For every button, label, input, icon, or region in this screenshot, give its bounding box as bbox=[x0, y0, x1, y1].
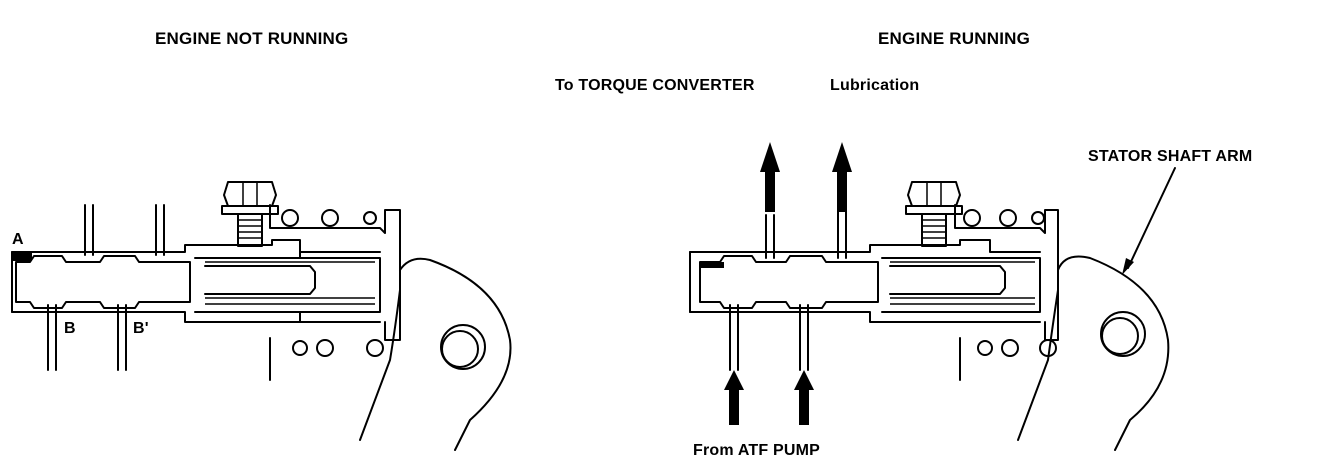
right-panel-title: ENGINE RUNNING bbox=[878, 29, 1031, 48]
port-b-label: B bbox=[64, 320, 76, 337]
from-atf-pump-label: From ATF PUMP bbox=[693, 442, 821, 459]
arrow-to-lubrication bbox=[832, 142, 852, 172]
arrow-from-atf-pump-1 bbox=[724, 370, 744, 390]
left-valve-assembly bbox=[11, 181, 512, 451]
port-b-prime-label: B' bbox=[133, 320, 149, 337]
lubrication-label: Lubrication bbox=[830, 77, 920, 94]
right-valve-assembly bbox=[689, 142, 1176, 451]
arrow-to-torque-converter bbox=[760, 142, 780, 172]
to-torque-converter-label: To TORQUE CONVERTER bbox=[555, 77, 755, 94]
left-fluid-a bbox=[12, 253, 32, 261]
left-panel-title: ENGINE NOT RUNNING bbox=[155, 29, 349, 48]
stator-shaft-arm-label: STATOR SHAFT ARM bbox=[1088, 148, 1253, 165]
right-fluid bbox=[700, 262, 724, 268]
port-a-label: A bbox=[12, 231, 24, 248]
arrow-from-atf-pump-2 bbox=[794, 370, 814, 390]
